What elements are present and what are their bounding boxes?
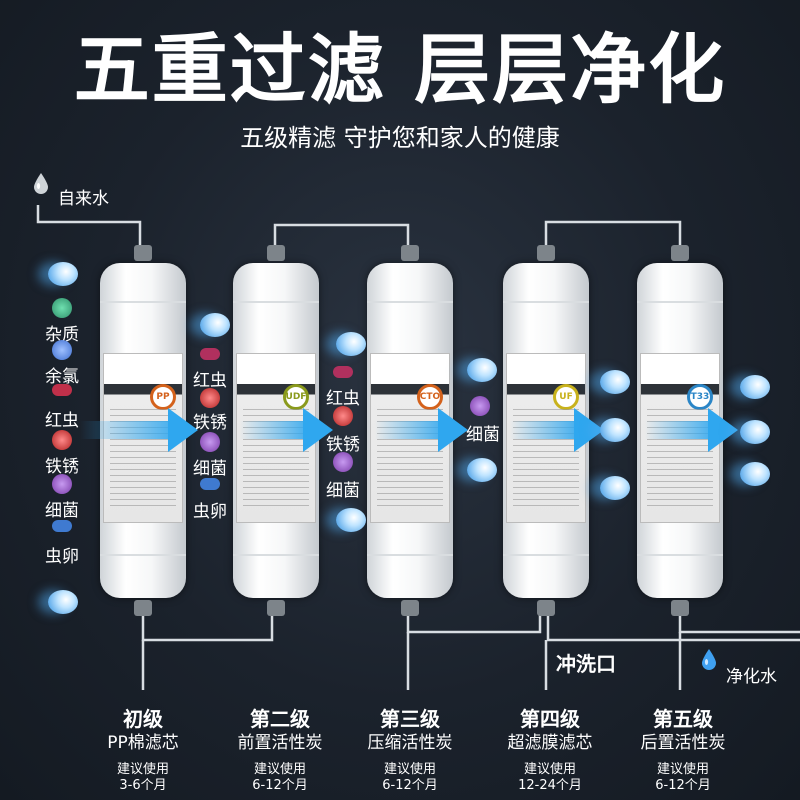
water-splash-icon: [200, 313, 230, 337]
stage-2-desc: 前置活性炭: [237, 733, 323, 753]
contaminant-label: 细菌: [193, 459, 227, 479]
stage-1-name: 初级: [123, 707, 163, 731]
stage-2-period: 6-12个月: [252, 778, 308, 793]
flow-arrow-icon: [438, 408, 468, 452]
inlet-label: 自来水: [58, 189, 109, 209]
rust-icon: [52, 430, 72, 450]
contaminant-label: 红虫: [326, 389, 360, 409]
stage-3-name: 第三级: [380, 707, 440, 731]
contaminant-label: 杂质: [45, 325, 79, 345]
flow-arrow-icon: [303, 408, 333, 452]
contaminant-label: 细菌: [466, 425, 500, 445]
stage-2-use: 建议使用: [253, 762, 306, 777]
page-title: 五重过滤 层层净化: [73, 25, 727, 114]
stage-4-period: 12-24个月: [518, 778, 582, 793]
contaminant-label: 铁锈: [193, 413, 227, 433]
page-subtitle: 五级精滤 守护您和家人的健康: [240, 124, 560, 152]
stage-5-name: 第五级: [653, 707, 713, 731]
chlorine-icon: [52, 340, 72, 360]
stage-3-period: 6-12个月: [382, 778, 438, 793]
contaminant-label: 红虫: [193, 371, 227, 391]
stage-4-use: 建议使用: [523, 762, 576, 777]
rust-icon: [200, 388, 220, 408]
contaminant-label: 铁锈: [326, 435, 360, 455]
contaminant-label: 细菌: [326, 481, 360, 501]
bacteria-icon: [200, 432, 220, 452]
water-splash-icon: [336, 332, 366, 356]
worm-egg-icon: [52, 520, 72, 532]
stage-1-period: 3-6个月: [119, 778, 167, 793]
flow-arrow-icon: [574, 408, 604, 452]
water-drop-icon: [34, 173, 48, 194]
stage-2-name: 第二级: [250, 707, 310, 731]
flush-port-label: 冲洗口: [556, 652, 616, 676]
water-splash-icon: [600, 418, 630, 442]
stage-3-desc: 压缩活性炭: [367, 733, 453, 753]
contaminant-label: 虫卵: [45, 547, 79, 567]
red-worm-icon: [52, 384, 72, 396]
water-splash-icon: [740, 462, 770, 486]
contaminant-label: 细菌: [45, 501, 79, 521]
bacteria-icon: [470, 396, 490, 416]
stage-4-name: 第四级: [520, 707, 580, 731]
filter-badge-cto: CTO: [417, 384, 443, 410]
worm-egg-icon: [200, 478, 220, 490]
outlet-label: 净化水: [726, 667, 777, 687]
filter-badge-uf: UF: [553, 384, 579, 410]
impurity-icon: [52, 298, 72, 318]
water-splash-icon: [336, 508, 366, 532]
stage-3-use: 建议使用: [383, 762, 436, 777]
water-splash-icon: [600, 370, 630, 394]
flow-arrow-icon: [708, 408, 738, 452]
stage-5-period: 6-12个月: [655, 778, 711, 793]
flow-arrow-icon: [168, 408, 198, 452]
contaminant-label: 虫卵: [193, 502, 227, 522]
contaminant-label: 红虫: [45, 411, 79, 431]
filter-badge-udf: UDF: [283, 384, 309, 410]
bacteria-icon: [333, 452, 353, 472]
water-drop-icon: [702, 649, 716, 670]
stage-5-use: 建议使用: [656, 762, 709, 777]
stage-5-desc: 后置活性炭: [640, 733, 726, 753]
water-splash-icon: [48, 262, 78, 286]
filter-badge-t33: T33: [687, 384, 713, 410]
red-worm-icon: [333, 366, 353, 378]
stage-1-use: 建议使用: [116, 762, 169, 777]
water-splash-icon: [467, 358, 497, 382]
stage-4-desc: 超滤膜滤芯: [507, 733, 593, 753]
water-splash-icon: [740, 420, 770, 444]
water-splash-icon: [48, 590, 78, 614]
water-splash-icon: [600, 476, 630, 500]
bacteria-icon: [52, 474, 72, 494]
rust-icon: [333, 406, 353, 426]
red-worm-icon: [200, 348, 220, 360]
water-splash-icon: [740, 375, 770, 399]
contaminant-label: 铁锈: [45, 457, 79, 477]
stage-1-desc: PP棉滤芯: [107, 733, 179, 753]
water-splash-icon: [467, 458, 497, 482]
contaminant-label: 余氯: [45, 367, 79, 387]
filter-badge-pp: PP: [150, 384, 176, 410]
